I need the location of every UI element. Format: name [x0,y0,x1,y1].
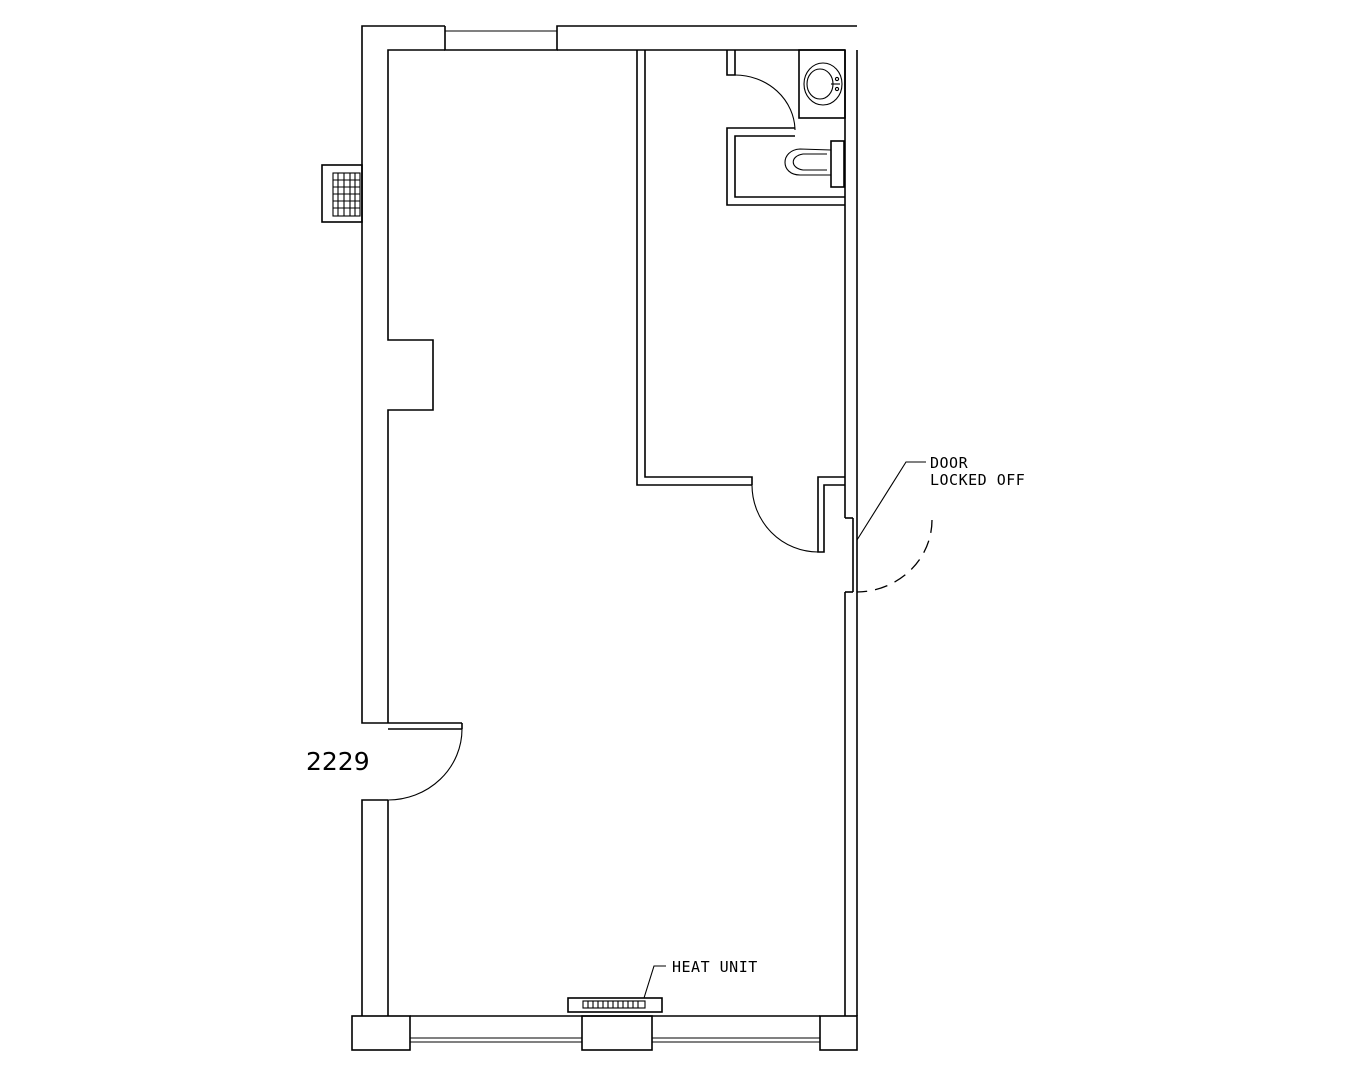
door-label-line2: LOCKED OFF [930,471,1025,489]
heat-unit-icon [567,997,663,1013]
side-door-locked [856,519,933,593]
wall-vent-grille [321,164,363,223]
sink-icon [803,62,843,106]
bottom-exterior-wall [351,1015,858,1051]
unit-number: 2229 [306,747,370,776]
door-label-line1: DOOR [930,454,969,472]
office-partition [636,50,845,553]
left-exterior-wall [361,25,445,1016]
door-leader-line [856,461,926,541]
toilet-icon [784,140,845,188]
entrance-door [387,722,463,801]
heat-unit-label: HEAT UNIT [672,958,758,976]
restroom-walls [726,49,846,206]
heat-unit-leader-line [643,965,666,999]
top-exterior-wall [444,25,857,51]
right-exterior-wall [844,50,858,1016]
